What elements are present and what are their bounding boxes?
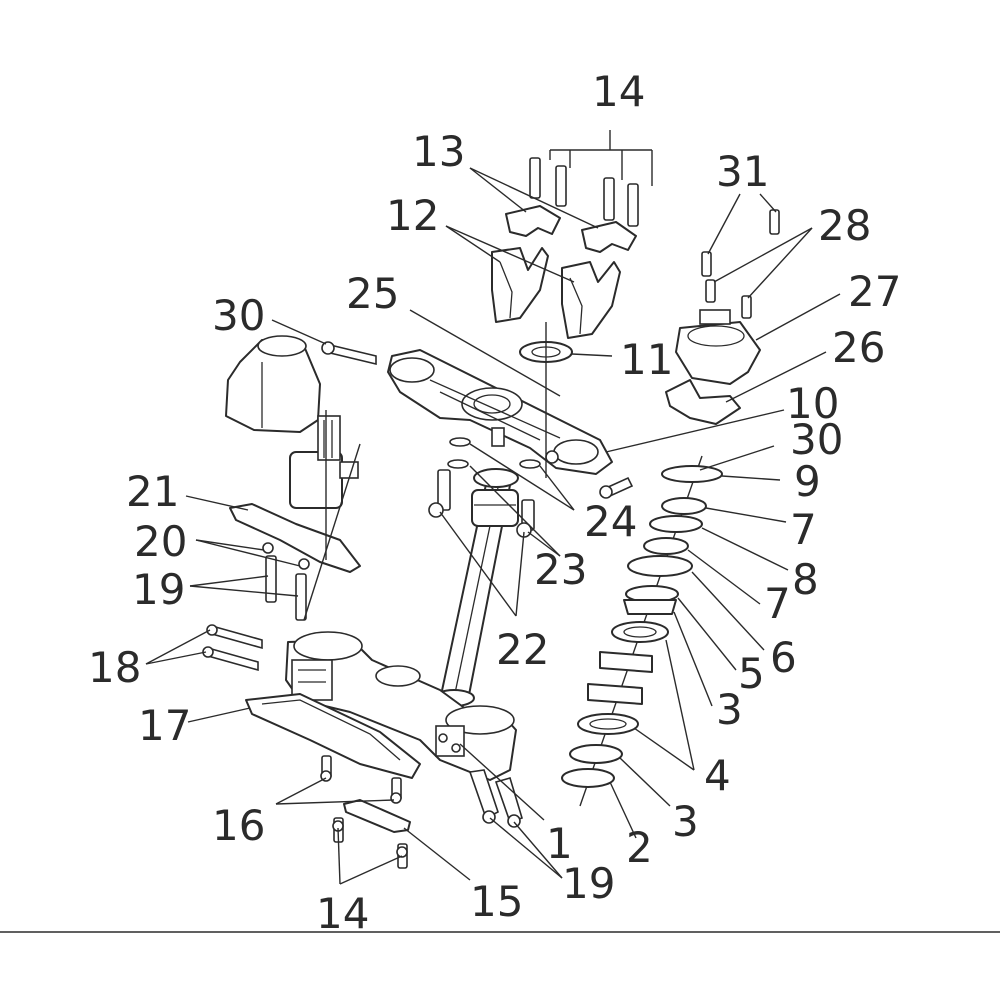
callout-9: 9 [794,457,821,506]
callout-28: 27 [848,267,901,316]
callout-25: 24 [584,497,637,546]
part-2 [561,768,615,788]
callout-7a: 7 [790,505,817,554]
bearing-upper [611,621,669,643]
callout-16: 15 [470,877,523,926]
callout-8: 8 [792,555,819,604]
callout-18: 17 [138,701,191,750]
part-3-upper [623,599,677,615]
part-8 [649,515,703,533]
ignition-housing [225,335,321,433]
ignition-switch [289,415,359,509]
fender-mount-plate [245,693,421,779]
pinch-bolts-left [202,624,263,672]
callout-15: 14 [316,889,369,938]
callout-17: 16 [212,801,265,850]
callout-1: 1 [546,819,573,868]
callout-31: 31 [716,147,769,196]
washers-24-25 [447,437,541,469]
lower-triple-clamp [285,631,517,781]
bearing-stack [561,455,723,807]
handlebar-risers [491,247,621,339]
leader-lines [145,130,841,885]
lower-bolts [320,755,402,804]
part-3-lower [569,744,623,764]
callout-5: 5 [738,649,765,698]
pivot-bolt [599,476,634,499]
callout-24: 23 [534,545,587,594]
callout-21: 20 [134,517,187,566]
callout-2: 2 [626,823,653,872]
callout-labels: 14 13 12 25 30 11 31 28 27 26 10 30 9 7 … [88,67,901,938]
callout-26: 25 [346,269,399,318]
callout-10: 10 [786,379,839,428]
part-9 [661,465,723,483]
pinch-bolts-right [468,769,523,828]
callout-14: 14 [592,67,645,116]
callout-4: 4 [704,751,731,800]
callout-12: 12 [386,191,439,240]
callout-7b: 7 [764,579,791,628]
callout-6: 6 [770,633,797,682]
callout-19-left: 18 [88,643,141,692]
damper-bolts [701,209,780,319]
fork-clamp-bolts [428,469,535,538]
callout-13: 13 [412,127,465,176]
callout-27: 26 [832,323,885,372]
callout-3-lower: 3 [672,797,699,846]
callout-30-mid: 30 [790,415,843,464]
brake-line-guide [343,799,411,833]
callout-29: 28 [818,201,871,250]
mount-studs [262,542,310,621]
callout-20: 19 [132,565,185,614]
part-7a [661,497,707,515]
clamp-bolts [529,157,639,227]
handlebar-clamps [505,205,637,253]
callout-23: 22 [496,625,549,674]
upper-pinch-bolt [321,341,377,366]
callout-3-upper: 3 [716,685,743,734]
callout-30-top: 30 [212,291,265,340]
damper-bracket [665,379,741,425]
callout-11: 11 [620,335,673,384]
part-6 [627,555,693,577]
callout-19-right: 19 [562,859,615,908]
upper-triple-clamp [387,349,613,475]
stem-nut [519,322,573,478]
steering-damper [675,309,761,385]
bearing-lower [577,713,639,735]
callout-22: 21 [126,467,179,516]
ignition-mount-plate [229,503,361,573]
part-7b [643,537,689,555]
